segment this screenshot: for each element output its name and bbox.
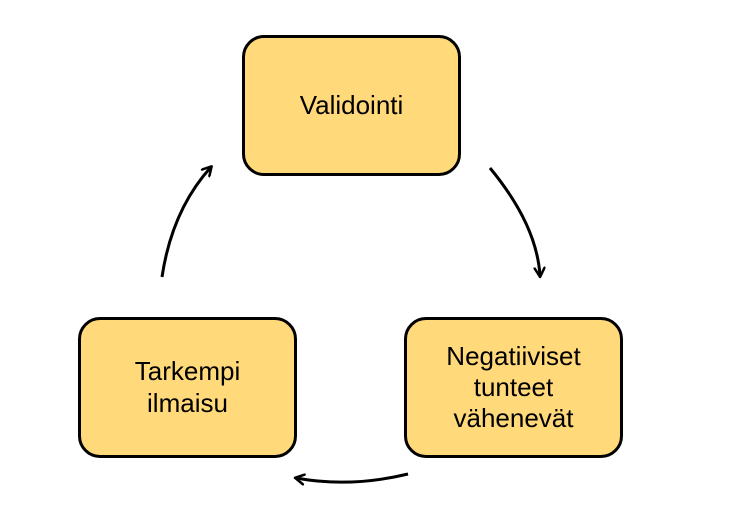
arrow-right-to-left — [296, 472, 409, 482]
arrow-top-to-right — [488, 167, 540, 276]
arrow-left-to-top — [160, 167, 211, 278]
node-label: Negatiiviset tunteet vähenevät — [446, 340, 581, 434]
node-negatiiviset-tunteet-vahenevat: Negatiiviset tunteet vähenevät — [404, 317, 623, 458]
node-label: Tarkempi ilmaisu — [134, 356, 241, 418]
node-label: Validointi — [299, 89, 404, 120]
node-tarkempi-ilmaisu: Tarkempi ilmaisu — [78, 317, 297, 458]
node-validointi: Validointi — [242, 35, 461, 176]
